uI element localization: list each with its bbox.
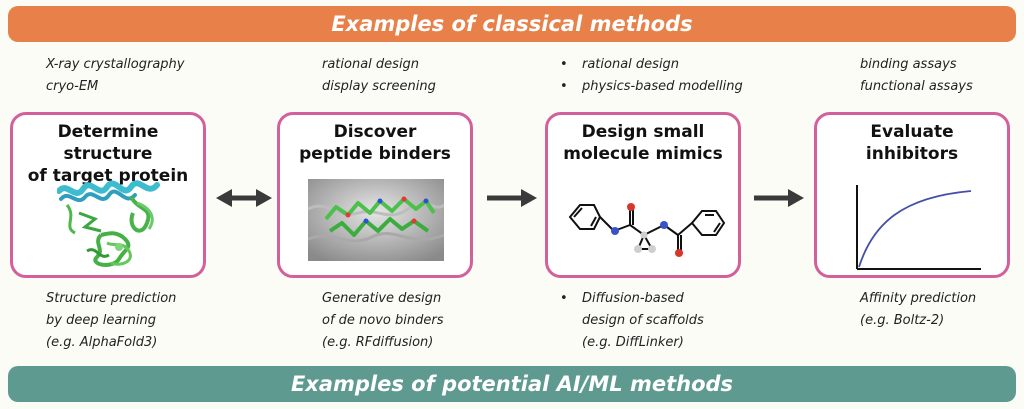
ai-note: (e.g. DiffLinker) [582, 335, 684, 350]
step-title: Determine structure of target protein [27, 122, 189, 186]
ai-methods-banner: Examples of potential AI/ML methods [8, 366, 1016, 402]
classical-notes-peptide: rational design display screening [322, 54, 436, 98]
ai-note: by deep learning [46, 313, 156, 328]
classical-notes-small-molecule: rational design physics-based modelling [560, 54, 743, 98]
ai-note: of de novo binders [322, 313, 444, 328]
ai-note: •Diffusion-based [560, 288, 704, 310]
step-title: Evaluate inhibitors [865, 122, 959, 164]
classical-note: physics-based modelling [560, 76, 743, 98]
step-title: Discover peptide binders [299, 122, 451, 164]
ai-note: design of scaffolds [582, 313, 704, 328]
bullet: • [560, 291, 568, 306]
ai-note: (e.g. AlphaFold3) [46, 335, 158, 350]
binding-curve-icon [856, 185, 981, 270]
ai-note: Affinity prediction [860, 291, 977, 306]
ai-notes-small-molecule: •Diffusion-based design of scaffolds (e.… [560, 288, 704, 354]
ai-notes-peptide: Generative design of de novo binders (e.… [322, 288, 444, 354]
step-card-evaluate: Evaluate inhibitors [814, 112, 1010, 278]
classical-note: cryo-EM [46, 79, 99, 94]
ai-note: (e.g. Boltz-2) [860, 313, 945, 328]
molecule-structure-image [568, 203, 726, 257]
classical-note: display screening [322, 79, 436, 94]
step-card-small-molecule: Design small molecule mimics [545, 112, 741, 278]
arrow-right-icon [754, 189, 804, 207]
classical-note: rational design [322, 57, 420, 72]
step-title: Design small molecule mimics [563, 122, 723, 164]
protein-structure-image [57, 180, 160, 267]
classical-notes-evaluate: binding assays functional assays [860, 54, 973, 98]
ai-note: Generative design [322, 291, 442, 306]
classical-note: X-ray crystallography [46, 57, 185, 72]
peptide-surface-image [308, 179, 444, 261]
classical-note: rational design [560, 54, 743, 76]
step-card-structure: Determine structure of target protein [10, 112, 206, 278]
ai-notes-evaluate: Affinity prediction (e.g. Boltz-2) [860, 288, 976, 332]
classical-note: binding assays [860, 57, 957, 72]
ai-notes-structure: Structure prediction by deep learning (e… [46, 288, 176, 354]
double-arrow-icon [216, 189, 272, 207]
classical-note: functional assays [860, 79, 973, 94]
ai-note: (e.g. RFdiffusion) [322, 335, 434, 350]
ai-note: Structure prediction [46, 291, 177, 306]
arrow-right-icon [487, 189, 537, 207]
step-card-peptide: Discover peptide binders [277, 112, 473, 278]
classical-notes-structure: X-ray crystallography cryo-EM [46, 54, 185, 98]
classical-methods-banner: Examples of classical methods [8, 6, 1016, 42]
